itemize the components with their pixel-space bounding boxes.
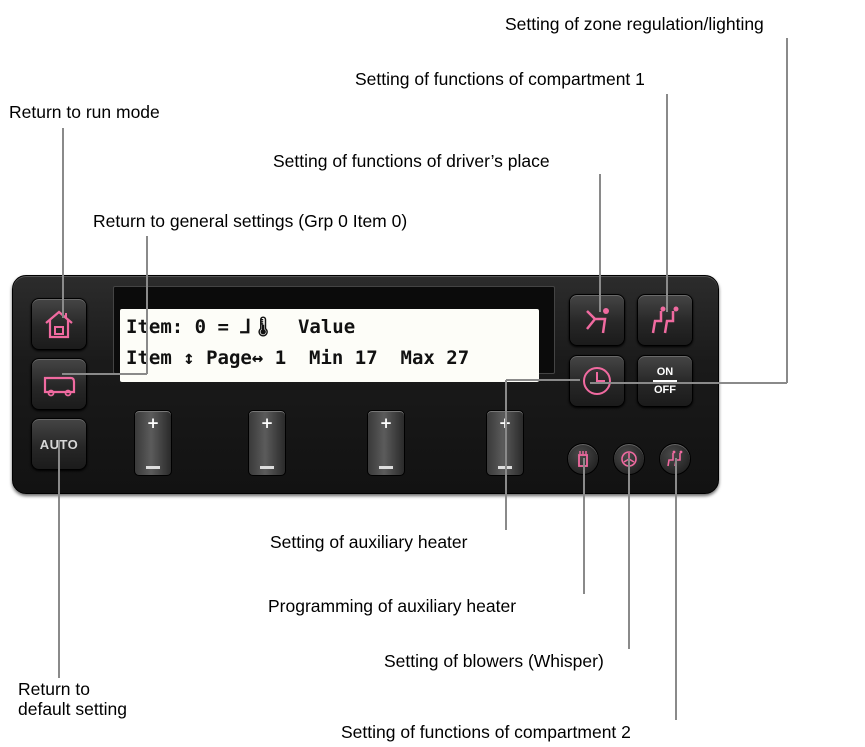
minus-icon: [498, 466, 512, 469]
callout-compartment2: Setting of functions of compartment 2: [341, 722, 631, 742]
callout-aux-heater: Setting of auxiliary heater: [270, 532, 468, 552]
auto-button[interactable]: AUTO: [31, 418, 87, 470]
passenger-seats-icon: [651, 306, 679, 334]
clock-icon: [583, 367, 611, 395]
plus-icon: +: [260, 414, 274, 432]
callout-default-setting: Return to default setting: [18, 679, 127, 720]
vehicle-icon: [43, 376, 76, 397]
drivers-place-button[interactable]: [569, 294, 625, 346]
compartment1-button[interactable]: [637, 294, 693, 346]
blowers-button[interactable]: [613, 443, 645, 475]
on-label: ON: [656, 366, 674, 379]
lcd-display: Item: 0 = ⅃🌡 Value Item ↕ Page↔ 1 Min 17…: [120, 309, 539, 382]
blower-icon: [621, 451, 637, 467]
general-settings-button[interactable]: [31, 358, 87, 410]
callout-return-run-mode: Return to run mode: [9, 102, 160, 122]
aux-heater-program-icon: [578, 451, 588, 467]
on-off-button[interactable]: ON OFF: [637, 355, 693, 407]
callout-drivers-place: Setting of functions of driver’s place: [273, 151, 550, 171]
minus-icon: [260, 466, 274, 469]
callout-prog-aux-heater: Programming of auxiliary heater: [268, 596, 517, 616]
return-run-mode-button[interactable]: [31, 298, 87, 350]
callout-general-settings: Return to general settings (Grp 0 Item 0…: [93, 211, 408, 231]
display-line-1: Item: 0 = ⅃🌡 Value: [126, 316, 356, 338]
plus-icon: +: [146, 414, 160, 432]
rocker-switch-4[interactable]: +: [486, 410, 524, 476]
callout-zone-regulation: Setting of zone regulation/lighting: [505, 14, 764, 34]
callout-compartment1: Setting of functions of compartment 1: [355, 69, 645, 89]
compartment2-seats-icon: [667, 450, 683, 467]
rocker-switch-2[interactable]: +: [248, 410, 286, 476]
compartment2-button[interactable]: [659, 443, 691, 475]
aux-heater-button[interactable]: [569, 355, 625, 407]
auto-label: AUTO: [39, 436, 79, 452]
minus-icon: [379, 466, 393, 469]
rocker-switch-3[interactable]: +: [367, 410, 405, 476]
plus-icon: +: [379, 414, 393, 432]
plus-icon: +: [498, 414, 512, 432]
callout-blowers: Setting of blowers (Whisper): [384, 651, 604, 671]
rocker-switch-1[interactable]: +: [134, 410, 172, 476]
off-label: OFF: [654, 383, 676, 396]
prog-aux-heater-button[interactable]: [567, 443, 599, 475]
driver-seat-icon: [586, 308, 609, 334]
home-icon: [45, 310, 73, 339]
minus-icon: [146, 466, 160, 469]
on-off-divider: [653, 380, 677, 382]
display-line-2: Item ↕ Page↔ 1 Min 17 Max 27: [126, 347, 470, 369]
